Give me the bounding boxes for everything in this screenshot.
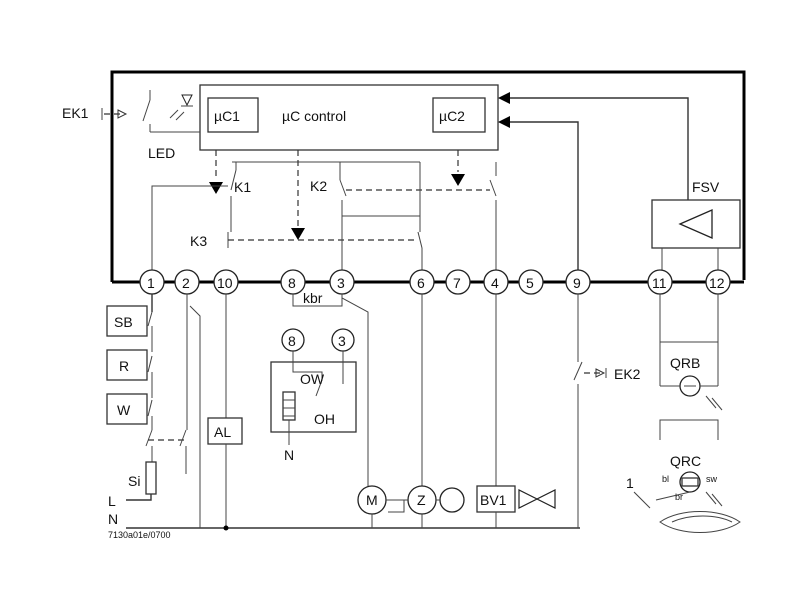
arrow-left-icon bbox=[498, 92, 510, 104]
arrow-right-icon bbox=[595, 368, 606, 378]
al-label: AL bbox=[214, 424, 231, 440]
qrb-label: QRB bbox=[670, 355, 700, 371]
svg-text:5: 5 bbox=[526, 275, 534, 291]
uc1-box bbox=[207, 97, 259, 133]
ow-label: OW bbox=[300, 371, 325, 387]
sb-box bbox=[106, 305, 148, 337]
terminal-9: 9 bbox=[565, 269, 591, 295]
svg-text:6: 6 bbox=[417, 275, 425, 291]
si-label: Si bbox=[128, 473, 140, 489]
ek2-group: EK2 bbox=[573, 294, 641, 528]
relay-k2: K2 bbox=[291, 150, 497, 270]
led-label: LED bbox=[148, 145, 175, 161]
r-box bbox=[106, 349, 148, 381]
k3-label: K3 bbox=[190, 233, 207, 249]
qrc-label: QRC bbox=[670, 453, 701, 469]
r-label: R bbox=[119, 358, 129, 374]
led-icon bbox=[181, 94, 193, 107]
svg-text:3: 3 bbox=[337, 275, 345, 291]
microcontroller-box: µC1 µC control µC2 bbox=[199, 84, 499, 151]
fsv-label: FSV bbox=[692, 179, 720, 195]
bl-label: bl bbox=[662, 474, 669, 484]
arrow-left-icon bbox=[498, 116, 510, 128]
uc-control-label: µC control bbox=[282, 108, 346, 124]
z-label: Z bbox=[417, 492, 426, 508]
ek2-label: EK2 bbox=[614, 366, 641, 382]
input-chain: SB R W Si L N 7130a01e/0700 bbox=[106, 294, 580, 540]
terminal-12: 12 bbox=[705, 269, 731, 295]
svg-text:10: 10 bbox=[217, 275, 233, 291]
terminal-1: 1 bbox=[139, 269, 165, 295]
terminal-10: 10 bbox=[213, 269, 239, 295]
flame-icon bbox=[659, 511, 741, 533]
l-label: L bbox=[108, 493, 116, 509]
terminal-4: 4 bbox=[483, 269, 509, 295]
n-label: N bbox=[108, 511, 118, 527]
arrow-down-icon bbox=[209, 182, 223, 194]
w-label: W bbox=[117, 402, 131, 418]
alarm-al: AL bbox=[207, 294, 243, 531]
arrow-down-icon bbox=[451, 174, 465, 186]
relay-k1: K1 bbox=[151, 150, 420, 270]
svg-text:1: 1 bbox=[147, 275, 155, 291]
kbr-label: kbr bbox=[303, 290, 323, 306]
motor-m: M bbox=[341, 294, 405, 528]
heater-n-label: N bbox=[284, 447, 294, 463]
w-box bbox=[106, 393, 148, 425]
k1-label: K1 bbox=[234, 179, 251, 195]
fuel-valve-bv1: BV1 bbox=[476, 294, 556, 528]
sb-label: SB bbox=[114, 314, 133, 330]
ek1-led-group: EK1 LED bbox=[62, 90, 200, 161]
oil-preheater: 8 3 OW OH N bbox=[270, 328, 357, 463]
fsv-unit: FSV bbox=[651, 179, 741, 270]
terminal-3: 3 bbox=[329, 269, 355, 295]
fuse-si bbox=[145, 461, 157, 495]
valve-icon bbox=[518, 489, 539, 509]
ignition-transformer-icon bbox=[439, 487, 465, 513]
uc1-label: µC1 bbox=[214, 108, 240, 124]
svg-text:2: 2 bbox=[182, 275, 190, 291]
terminal-strip: 1 2 10 8 3 6 7 4 5 9 11 12 bbox=[139, 269, 731, 295]
uc2-box bbox=[432, 97, 486, 133]
svg-text:8: 8 bbox=[288, 275, 296, 291]
terminal-11: 11 bbox=[647, 269, 673, 295]
ek1-label: EK1 bbox=[62, 105, 89, 121]
bv1-label: BV1 bbox=[480, 492, 507, 508]
terminal-5: 5 bbox=[518, 269, 544, 295]
arrow-down-icon bbox=[291, 228, 305, 240]
ignition-z: Z bbox=[400, 294, 465, 528]
oh-label: OH bbox=[314, 411, 335, 427]
terminal-8: 8 bbox=[280, 269, 306, 295]
svg-text:7: 7 bbox=[453, 275, 461, 291]
flame-detectors: QRB QRC bl sw br 1 bbox=[626, 294, 741, 533]
m-label: M bbox=[366, 492, 378, 508]
svg-text:4: 4 bbox=[491, 275, 499, 291]
sw-label: sw bbox=[706, 474, 718, 484]
fsv-feedback-lines bbox=[498, 92, 689, 282]
uc2-label: µC2 bbox=[439, 108, 465, 124]
kbr-bridge: kbr bbox=[292, 290, 343, 307]
terminal-2: 2 bbox=[174, 269, 200, 295]
drawing-code: 7130a01e/0700 bbox=[108, 530, 171, 540]
terminal-7: 7 bbox=[445, 269, 471, 295]
heater-terminal-3: 3 bbox=[338, 333, 346, 349]
k2-label: K2 bbox=[310, 178, 327, 194]
svg-text:9: 9 bbox=[573, 275, 581, 291]
svg-text:11: 11 bbox=[652, 275, 667, 291]
heater-terminal-8: 8 bbox=[288, 333, 296, 349]
light-ray-icon bbox=[169, 109, 179, 119]
svg-text:12: 12 bbox=[709, 275, 725, 291]
light-ray-icon bbox=[175, 111, 185, 121]
br-label: br bbox=[675, 492, 683, 502]
relay-k3: K3 bbox=[190, 231, 423, 249]
amplifier-triangle-icon bbox=[678, 209, 713, 239]
one-label: 1 bbox=[626, 475, 634, 491]
arrow-left-icon bbox=[117, 109, 128, 119]
terminal-6: 6 bbox=[409, 269, 435, 295]
